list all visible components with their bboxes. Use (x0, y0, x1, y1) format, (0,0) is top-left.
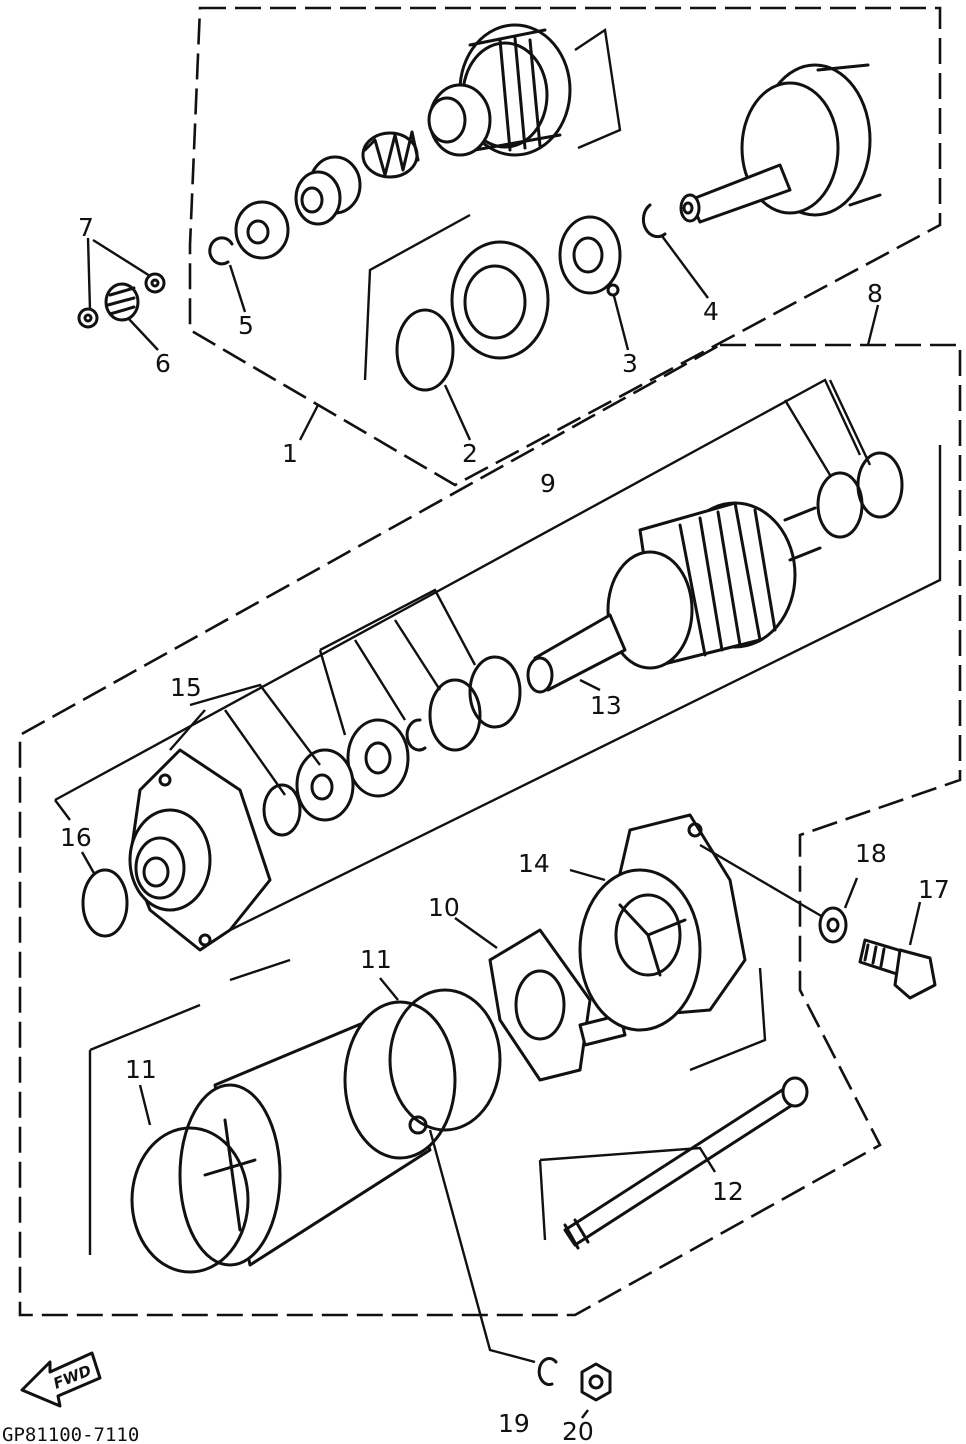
o-ring-16-part (81, 868, 129, 938)
callout-6: 6 (155, 349, 171, 378)
callout-16: 16 (60, 823, 92, 852)
callout-20: 20 (562, 1417, 594, 1444)
callout-7-lead (86, 237, 151, 311)
fwd-arrow-icon: FWD (20, 1351, 102, 1408)
drawing-code: GP81100-7110 (2, 1424, 139, 1444)
washer-18-part (818, 906, 848, 944)
callout-9: 9 (540, 469, 556, 498)
callout-17: 17 (918, 875, 950, 904)
callout-7: 7 (78, 213, 94, 242)
callout-20-lead (581, 1409, 589, 1419)
callout-8-lead (866, 304, 880, 346)
callout-19-lead (428, 1129, 536, 1364)
callout-4: 4 (703, 297, 719, 326)
washer-spring-7-6-part (77, 272, 166, 329)
callout-6-lead (127, 317, 159, 351)
group-9-outline (54, 378, 942, 982)
callout-3: 3 (622, 349, 638, 378)
callout-13-lead (579, 678, 601, 692)
group-1-bracket-upper (574, 27, 622, 150)
callout-14: 14 (518, 849, 550, 878)
one-way-clutch-part (450, 240, 550, 360)
callout-5-lead (228, 264, 247, 313)
yoke-bracket (88, 1003, 201, 1255)
callout-11a: 11 (125, 1055, 157, 1084)
washer-right-1 (816, 471, 864, 539)
callout-3-lead (612, 295, 630, 351)
bearing-mid-part (295, 748, 355, 822)
callout-17-lead (908, 901, 922, 946)
washer-mid-1 (468, 655, 522, 729)
callout-1: 1 (282, 439, 298, 468)
collar-part (294, 155, 362, 226)
yoke-part (178, 1000, 457, 1267)
bolt-17-part (858, 938, 937, 1000)
callout-12: 12 (712, 1177, 744, 1206)
drive-spring-part (361, 130, 420, 179)
callout-18-lead (699, 843, 859, 919)
callout-15-lead (169, 683, 321, 796)
callout-18: 18 (855, 839, 887, 868)
bushing-part (234, 200, 290, 260)
callout-16-lead (80, 851, 97, 876)
rear-cover-part (578, 813, 747, 1032)
callout-19: 19 (498, 1409, 530, 1438)
pinion-gear-part (427, 23, 572, 157)
callout-2-lead (443, 384, 472, 441)
washer-bracket (783, 379, 872, 476)
callout-10: 10 (428, 893, 460, 922)
callout-15: 15 (170, 673, 202, 702)
clip-19-part (537, 1357, 558, 1386)
o-ring-2-part (395, 308, 455, 392)
group-1-bracket-lower (363, 213, 471, 381)
callout-14-lead (569, 868, 606, 882)
callout-1-lead (298, 404, 320, 441)
callout-11b-lead (379, 977, 399, 1001)
armature-part (526, 501, 822, 694)
gasket-11-left (130, 1126, 250, 1274)
washer-mid-2 (428, 678, 482, 752)
callout-4-lead (661, 235, 709, 299)
clip-mid (405, 718, 427, 752)
through-bolt-part (563, 1076, 809, 1250)
washer-bracket-mid (318, 588, 477, 736)
nut-20-part (580, 1362, 612, 1402)
callout-2: 2 (462, 439, 478, 468)
callout-11a-lead (138, 1084, 152, 1126)
callout-5: 5 (238, 311, 254, 340)
clip-5-part (208, 236, 234, 266)
callout-11b: 11 (360, 945, 392, 974)
rear-cover-bracket (689, 967, 767, 1072)
clutch-shaft-part (679, 63, 882, 224)
stopper-plate-part (558, 215, 622, 297)
circlip-4-part (641, 203, 667, 239)
callout-10-lead (454, 917, 498, 949)
washer-right-2 (856, 451, 904, 519)
group-8-outline (18, 343, 962, 1317)
front-cover-part (128, 748, 302, 952)
group-1-outline (188, 6, 942, 487)
callout-8: 8 (867, 279, 883, 308)
gasket-11-right (388, 988, 502, 1132)
callout-12-lead (538, 1146, 717, 1241)
callout-13: 13 (590, 691, 622, 720)
brush-plate-ring-part (346, 718, 410, 798)
